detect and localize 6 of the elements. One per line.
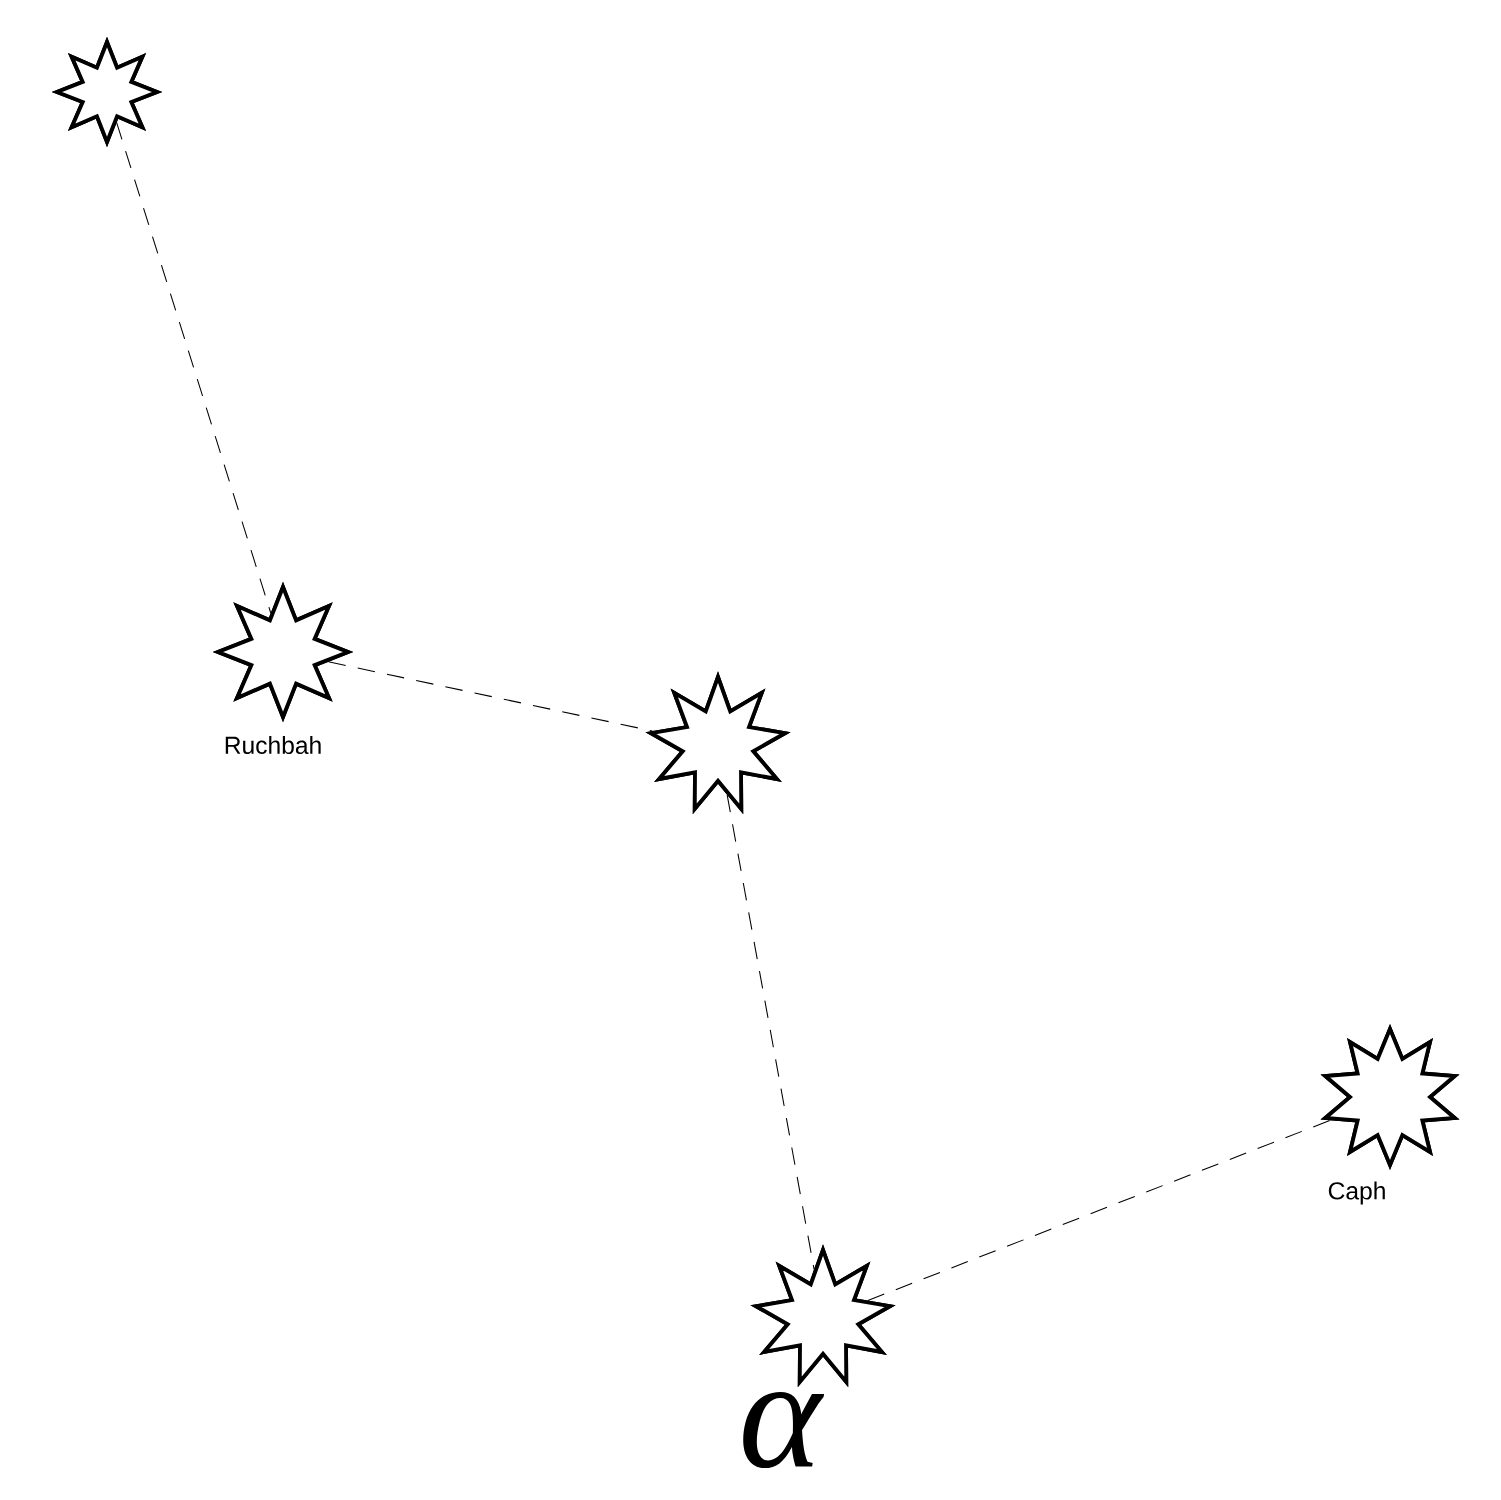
- dashed-line: [867, 1119, 1331, 1301]
- star-name: Caph: [1328, 1181, 1385, 1205]
- greek-letter-label: α: [743, 1391, 825, 1469]
- star-name: Ruchbah: [225, 735, 321, 755]
- dashed-line: [726, 794, 815, 1270]
- dashed-line: [328, 661, 653, 732]
